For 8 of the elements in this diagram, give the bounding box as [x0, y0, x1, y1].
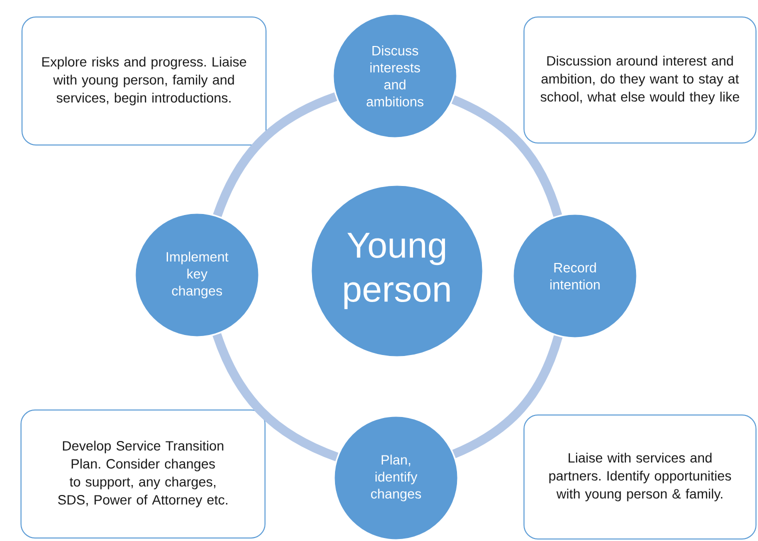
ring-arc: [212, 332, 339, 462]
text-box: Discussion around interest and ambition, do they want to stay at school, what else would they like: [524, 16, 756, 144]
ring-arc: [213, 92, 338, 218]
ring-arc: [452, 335, 562, 458]
text-box: Develop Service Transition Plan. Consider changes to support, any charges, SDS, Power of Attorney etc.: [20, 410, 266, 538]
text-box: Liaise with services and partners. Identify opportunities with young person & family.: [524, 414, 756, 540]
ring-arc: [451, 95, 562, 218]
text-box: Explore risks and progress. Liaise with young person, family and services, begin introductions.: [22, 16, 266, 146]
